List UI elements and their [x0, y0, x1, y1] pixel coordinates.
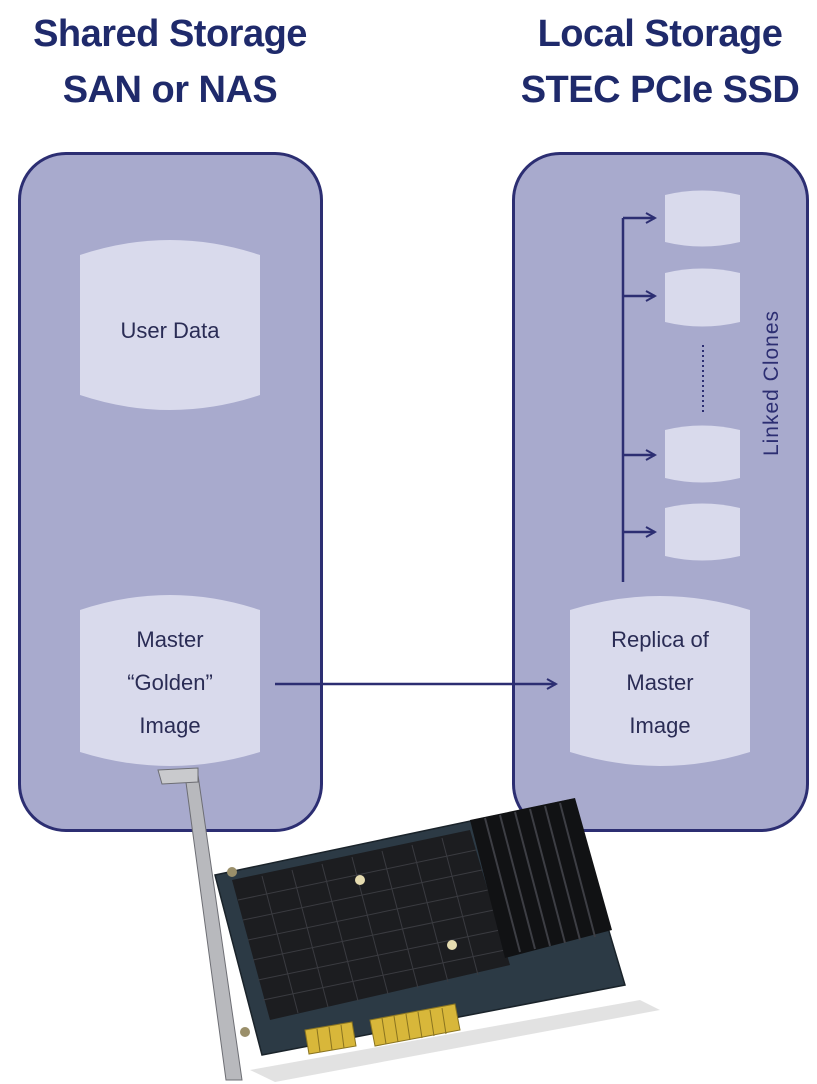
user-data-label: User Data	[120, 318, 220, 343]
linked-clones-label: Linked Clones	[760, 310, 783, 456]
replica-label-line1: Replica of	[611, 627, 710, 652]
shared-storage-title: Shared Storage SAN or NAS	[20, 6, 320, 118]
card-gold-connector	[369, 1003, 461, 1047]
replica-label-line2: Master	[626, 670, 693, 695]
replica-cylinder: Replica of Master Image	[570, 596, 750, 766]
user-data-cylinder: User Data	[80, 240, 260, 410]
linked-clone-cylinder-2	[665, 268, 740, 327]
shared-storage-title-line1: Shared Storage	[33, 13, 307, 55]
shared-storage-title-line2: SAN or NAS	[62, 69, 278, 111]
local-storage-title-line1: Local Storage	[537, 13, 783, 55]
pcie-ssd-card-image	[157, 767, 660, 1082]
linked-clone-cylinder-3	[665, 425, 740, 483]
master-label-line2: “Golden”	[127, 670, 213, 695]
local-storage-title: Local Storage STEC PCIe SSD	[510, 6, 810, 118]
linked-clone-cylinder-4	[665, 503, 740, 561]
master-image-cylinder: Master “Golden” Image	[80, 595, 260, 766]
linked-clones-tree	[621, 218, 704, 582]
replica-label-line3: Image	[629, 713, 690, 738]
master-label-line3: Image	[139, 713, 200, 738]
card-heatsink-grid	[232, 830, 510, 1020]
linked-clone-cylinder-1	[665, 190, 740, 247]
master-label-line1: Master	[136, 627, 203, 652]
local-storage-title-line2: STEC PCIe SSD	[520, 69, 800, 111]
